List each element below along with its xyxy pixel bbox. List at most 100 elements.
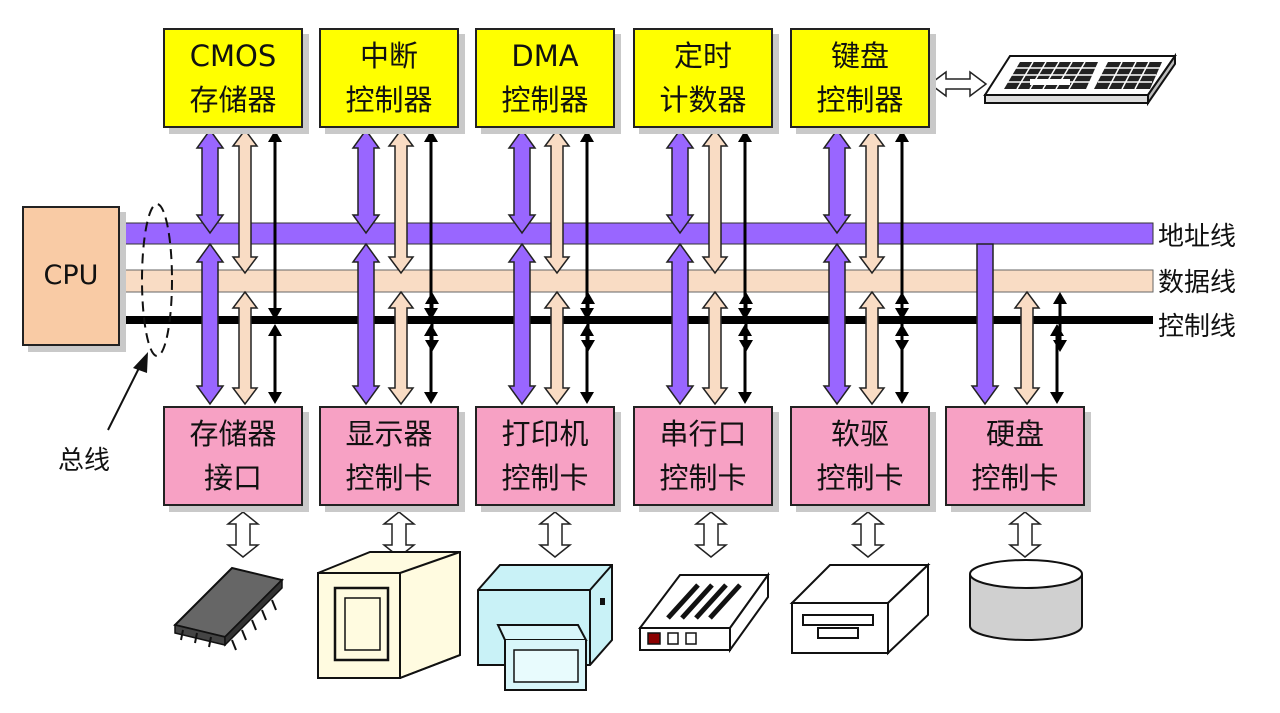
bus-pointer-arrow: [107, 361, 143, 431]
box-line2: 接口: [203, 461, 262, 495]
cpu-label: CPU: [43, 260, 99, 291]
address-arrow: [970, 243, 1000, 406]
bus-label: 总线: [58, 446, 111, 476]
control-arrow-head: [1053, 292, 1067, 304]
data-line-label: 数据线: [1158, 268, 1237, 298]
device-link-arrow: [693, 511, 729, 558]
control-arrow-head: [580, 130, 594, 142]
box-line1: 显示器: [345, 417, 433, 451]
box-line2: 控制器: [816, 83, 904, 117]
control-arrow-head: [581, 340, 595, 352]
control-arrow-head: [739, 340, 753, 352]
control-arrow-head: [268, 130, 282, 142]
box-line1: 键盘: [830, 39, 889, 73]
hard-disk-card-box: 硬盘 控制卡: [945, 406, 1085, 506]
data-arrow: [1013, 290, 1041, 406]
floppy-drive-icon: [789, 562, 931, 656]
data-arrow: [701, 128, 729, 275]
address-arrow: [195, 128, 225, 235]
keyboard-link-arrow: [928, 70, 988, 98]
box-line2: 控制卡: [345, 461, 433, 495]
box-line2: 控制卡: [816, 461, 904, 495]
address-arrow: [351, 128, 381, 235]
control-arrow-head: [738, 392, 752, 404]
floppy-card-box: 软驱 控制卡: [790, 406, 930, 506]
interrupt-controller-box: 中断 控制器: [319, 28, 459, 128]
data-arrow: [858, 290, 886, 406]
bus-lines: [119, 222, 1154, 324]
control-arrow-head: [1050, 392, 1064, 404]
data-arrow: [701, 290, 729, 406]
box-line1: 软驱: [830, 417, 889, 451]
box-line1: 硬盘: [985, 417, 1044, 451]
address-line: [119, 222, 1154, 245]
control-arrow-head: [895, 130, 909, 142]
control-arrow-head: [424, 130, 438, 142]
bus-pointer-head: [133, 352, 148, 373]
box-line2: 计数器: [659, 83, 747, 117]
control-arrow-head: [580, 392, 594, 404]
box-line2: 控制卡: [659, 461, 747, 495]
control-arrow-head: [895, 392, 909, 404]
box-line2: 存储器: [189, 83, 277, 117]
control-arrow-head: [1050, 324, 1064, 336]
control-arrow-head: [425, 340, 439, 352]
display-card-box: 显示器 控制卡: [319, 406, 459, 506]
cpu-box: CPU: [22, 206, 120, 346]
control-arrow-head: [268, 392, 282, 404]
control-arrow-head: [424, 392, 438, 404]
data-arrow: [387, 290, 415, 406]
box-line1: 中断: [359, 39, 418, 73]
monitor-icon: [317, 551, 461, 679]
address-arrow: [822, 128, 852, 235]
memory-chip-icon: [173, 566, 284, 651]
address-arrow: [351, 242, 381, 406]
serial-port-icon: [637, 571, 770, 654]
control-arrow-head: [425, 292, 439, 304]
address-arrow: [665, 128, 695, 235]
bus-ellipse: [141, 203, 173, 357]
address-arrow: [507, 242, 537, 406]
box-line1: 定时: [673, 39, 732, 73]
control-line-label: 控制线: [1158, 312, 1237, 342]
address-arrow: [665, 242, 695, 406]
box-line2: 控制器: [345, 83, 433, 117]
keyboard-controller-box: 键盘 控制器: [790, 28, 930, 128]
box-line1: 存储器: [189, 417, 277, 451]
address-arrow: [507, 128, 537, 235]
box-line2: 控制器: [501, 83, 589, 117]
data-arrow: [231, 290, 259, 406]
device-link-arrow: [381, 511, 417, 558]
control-arrow-head: [581, 292, 595, 304]
control-arrow-head: [268, 308, 282, 320]
box-line2: 控制卡: [971, 461, 1059, 495]
control-arrow-head: [738, 130, 752, 142]
serial-port-card-box: 串行口 控制卡: [633, 406, 773, 506]
data-arrow: [858, 128, 886, 275]
data-arrow: [543, 128, 571, 275]
address-arrow: [195, 242, 225, 406]
control-arrow-head: [739, 292, 753, 304]
timer-counter-box: 定时 计数器: [633, 28, 773, 128]
data-line: [119, 269, 1154, 293]
device-link-arrow: [225, 511, 261, 558]
box-line2: 控制卡: [501, 461, 589, 495]
keyboard-icon: [983, 52, 1177, 107]
control-arrow-head: [895, 292, 909, 304]
device-link-arrow: [537, 511, 573, 558]
box-line1: CMOS: [189, 39, 277, 73]
device-link-arrow: [850, 511, 886, 558]
control-arrow-head: [1053, 340, 1067, 352]
control-arrow-head: [268, 324, 282, 336]
address-arrow: [822, 242, 852, 406]
data-arrow: [543, 290, 571, 406]
memory-interface-box: 存储器 接口: [163, 406, 303, 506]
data-arrow: [231, 128, 259, 275]
control-arrow-head: [895, 340, 909, 352]
hard-disk-icon: [969, 559, 1083, 641]
box-line1: DMA: [511, 39, 579, 73]
box-line1: 打印机: [501, 417, 589, 451]
cmos-memory-box: CMOS 存储器: [163, 28, 303, 128]
device-link-arrow: [1007, 511, 1043, 558]
